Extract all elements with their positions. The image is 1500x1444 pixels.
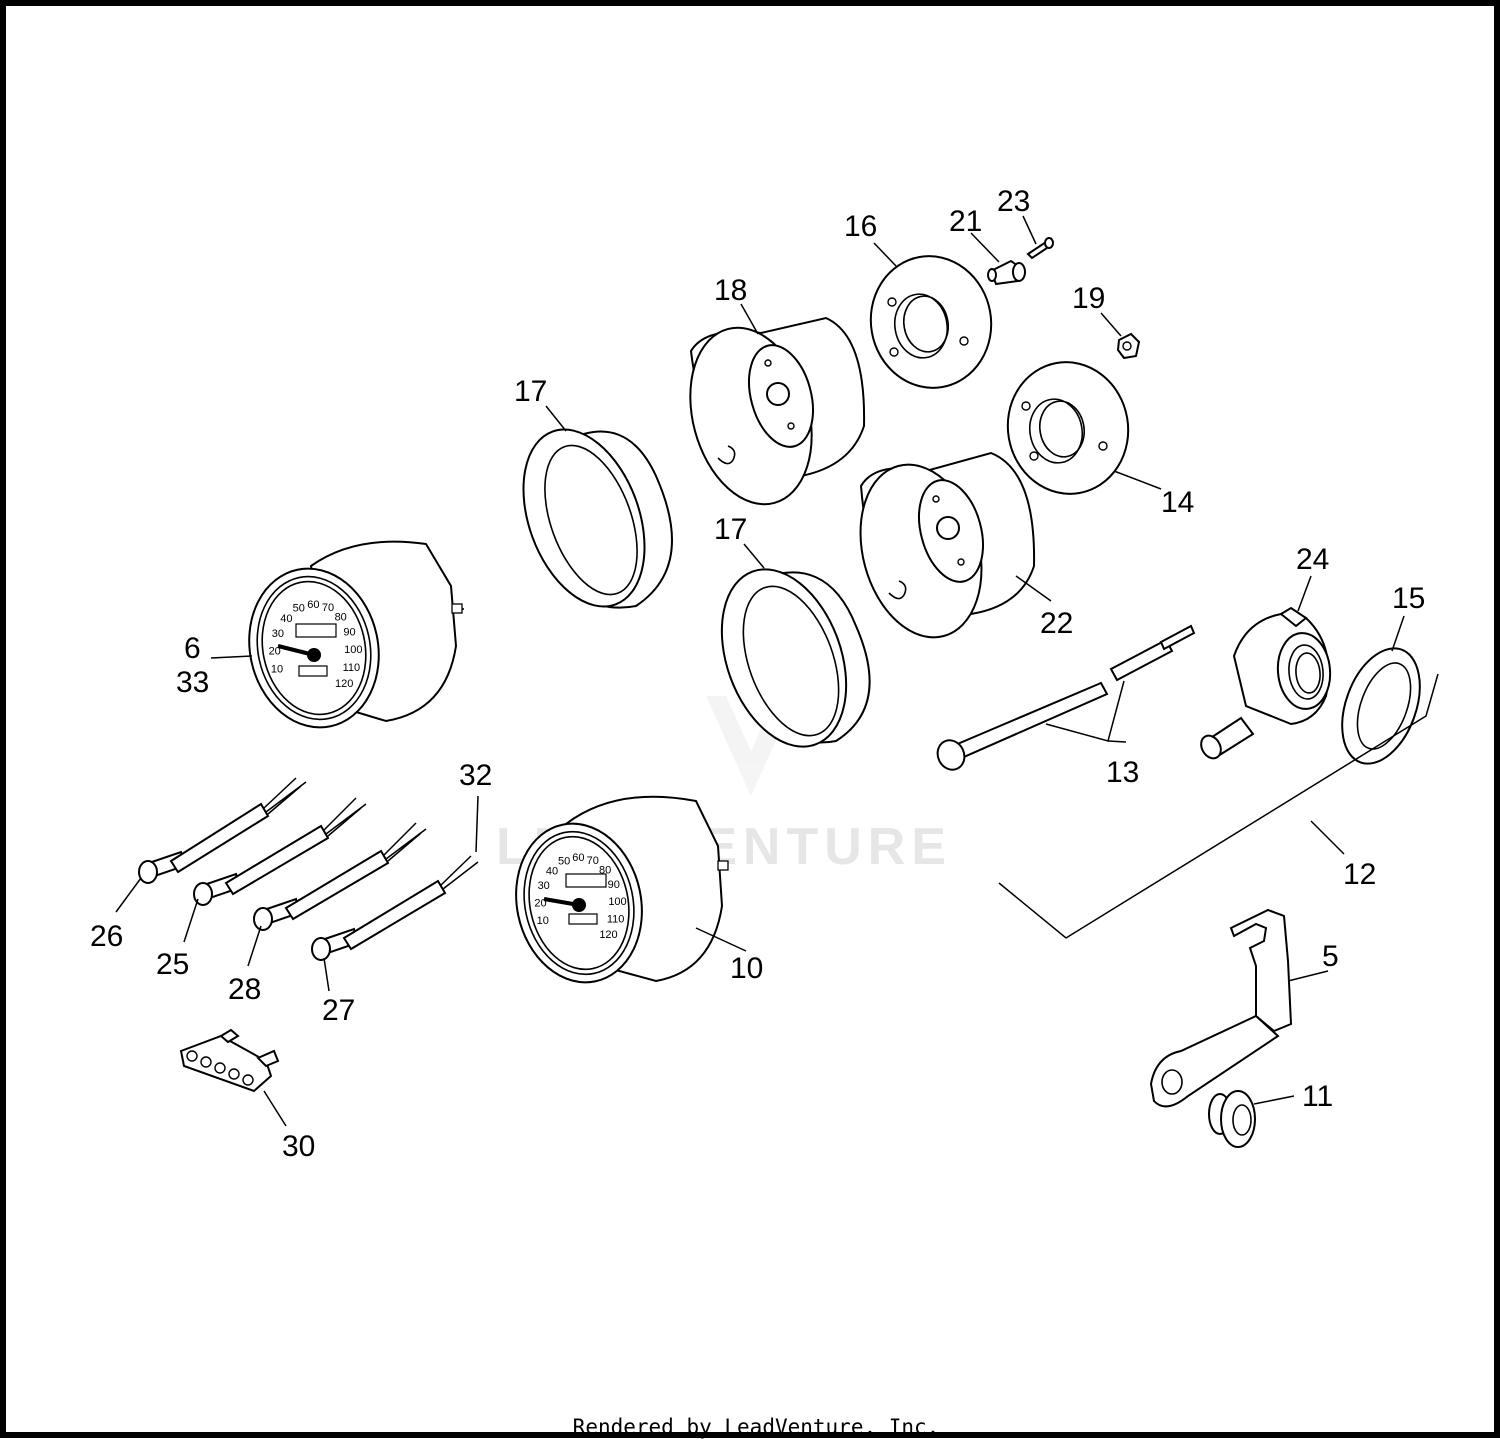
speedometer-drive-unit <box>1200 606 1332 760</box>
housing-cup-lower <box>859 451 1036 639</box>
upper-dial-number: 60 <box>307 599 319 611</box>
lower-dial-number: 10 <box>537 915 549 927</box>
callout-6: 6 <box>184 632 201 665</box>
bezel-ring-upper <box>522 428 673 609</box>
lower-dial-number: 50 <box>558 856 570 868</box>
callout-30: 30 <box>282 1130 315 1163</box>
lower-dial-number: 100 <box>608 896 626 908</box>
lower-dial-number: 120 <box>599 929 617 941</box>
housing-cup-upper <box>689 316 866 506</box>
lower-dial-number: 40 <box>546 866 558 878</box>
callout-19: 19 <box>1072 282 1105 315</box>
callout-5: 5 <box>1322 940 1339 973</box>
mounting-plate-lower <box>1006 361 1130 495</box>
upper-dial-number: 90 <box>343 626 355 638</box>
stud <box>987 259 1026 286</box>
washer <box>1341 647 1421 765</box>
callout-24: 24 <box>1296 543 1329 576</box>
upper-dial-number: 30 <box>272 628 284 640</box>
acorn-nut <box>1116 332 1141 360</box>
callout-12: 12 <box>1343 858 1376 891</box>
leader-lines <box>115 215 1405 1127</box>
callout-11: 11 <box>1302 1080 1333 1113</box>
callout-32: 32 <box>459 759 492 792</box>
lower-dial-number: 90 <box>608 879 620 891</box>
drive-cable <box>936 624 1196 771</box>
callout-labels: 5 6 33 10 11 12 13 14 15 16 17 17 18 19 … <box>90 185 1425 1163</box>
callout-26: 26 <box>90 920 123 953</box>
mounting-plate-upper <box>869 255 993 389</box>
footer-credit: Rendered by LeadVenture, Inc. <box>573 1415 940 1439</box>
lower-dial-number: 70 <box>587 855 599 867</box>
upper-dial-number: 10 <box>271 663 283 675</box>
callout-28: 28 <box>228 973 261 1006</box>
bezel-ring-lower <box>720 568 871 748</box>
callout-17a: 17 <box>514 375 547 408</box>
mounting-bracket <box>1149 908 1293 1108</box>
callout-16: 16 <box>844 210 877 243</box>
connector-housing <box>179 1028 280 1093</box>
upper-dial-number: 20 <box>269 646 281 658</box>
kit-bracket-line <box>998 673 1439 939</box>
callout-14: 14 <box>1161 486 1194 519</box>
upper-dial-number: 50 <box>293 603 305 615</box>
screw <box>1026 237 1054 260</box>
lamp-socket-26 <box>138 777 307 884</box>
callout-17b: 17 <box>714 513 747 546</box>
lower-dial-number: 30 <box>538 880 550 892</box>
callout-13: 13 <box>1106 756 1139 789</box>
lamp-socket-27 <box>311 855 479 961</box>
lower-dial-number: 20 <box>534 898 546 910</box>
callout-22: 22 <box>1040 607 1073 640</box>
lower-dial-number: 110 <box>607 914 625 926</box>
upper-dial-number: 70 <box>322 602 334 614</box>
upper-dial-number: 80 <box>335 612 347 624</box>
callout-18: 18 <box>714 274 747 307</box>
callout-27: 27 <box>322 994 355 1027</box>
callout-21: 21 <box>949 205 982 238</box>
upper-dial-number: 40 <box>280 613 292 625</box>
grommet <box>1208 1090 1256 1148</box>
callout-15: 15 <box>1392 582 1425 615</box>
upper-dial-number: 120 <box>335 678 353 690</box>
upper-dial-number: 100 <box>344 644 362 656</box>
callout-23: 23 <box>997 185 1030 218</box>
lower-dial-number: 60 <box>572 852 584 864</box>
callout-33: 33 <box>176 666 209 699</box>
callout-25: 25 <box>156 948 189 981</box>
lamp-socket-28 <box>253 822 427 931</box>
lamp-socket-25 <box>193 797 367 906</box>
callout-10: 10 <box>730 952 763 985</box>
upper-dial-number: 110 <box>343 662 361 674</box>
lower-dial-number: 80 <box>599 865 611 877</box>
